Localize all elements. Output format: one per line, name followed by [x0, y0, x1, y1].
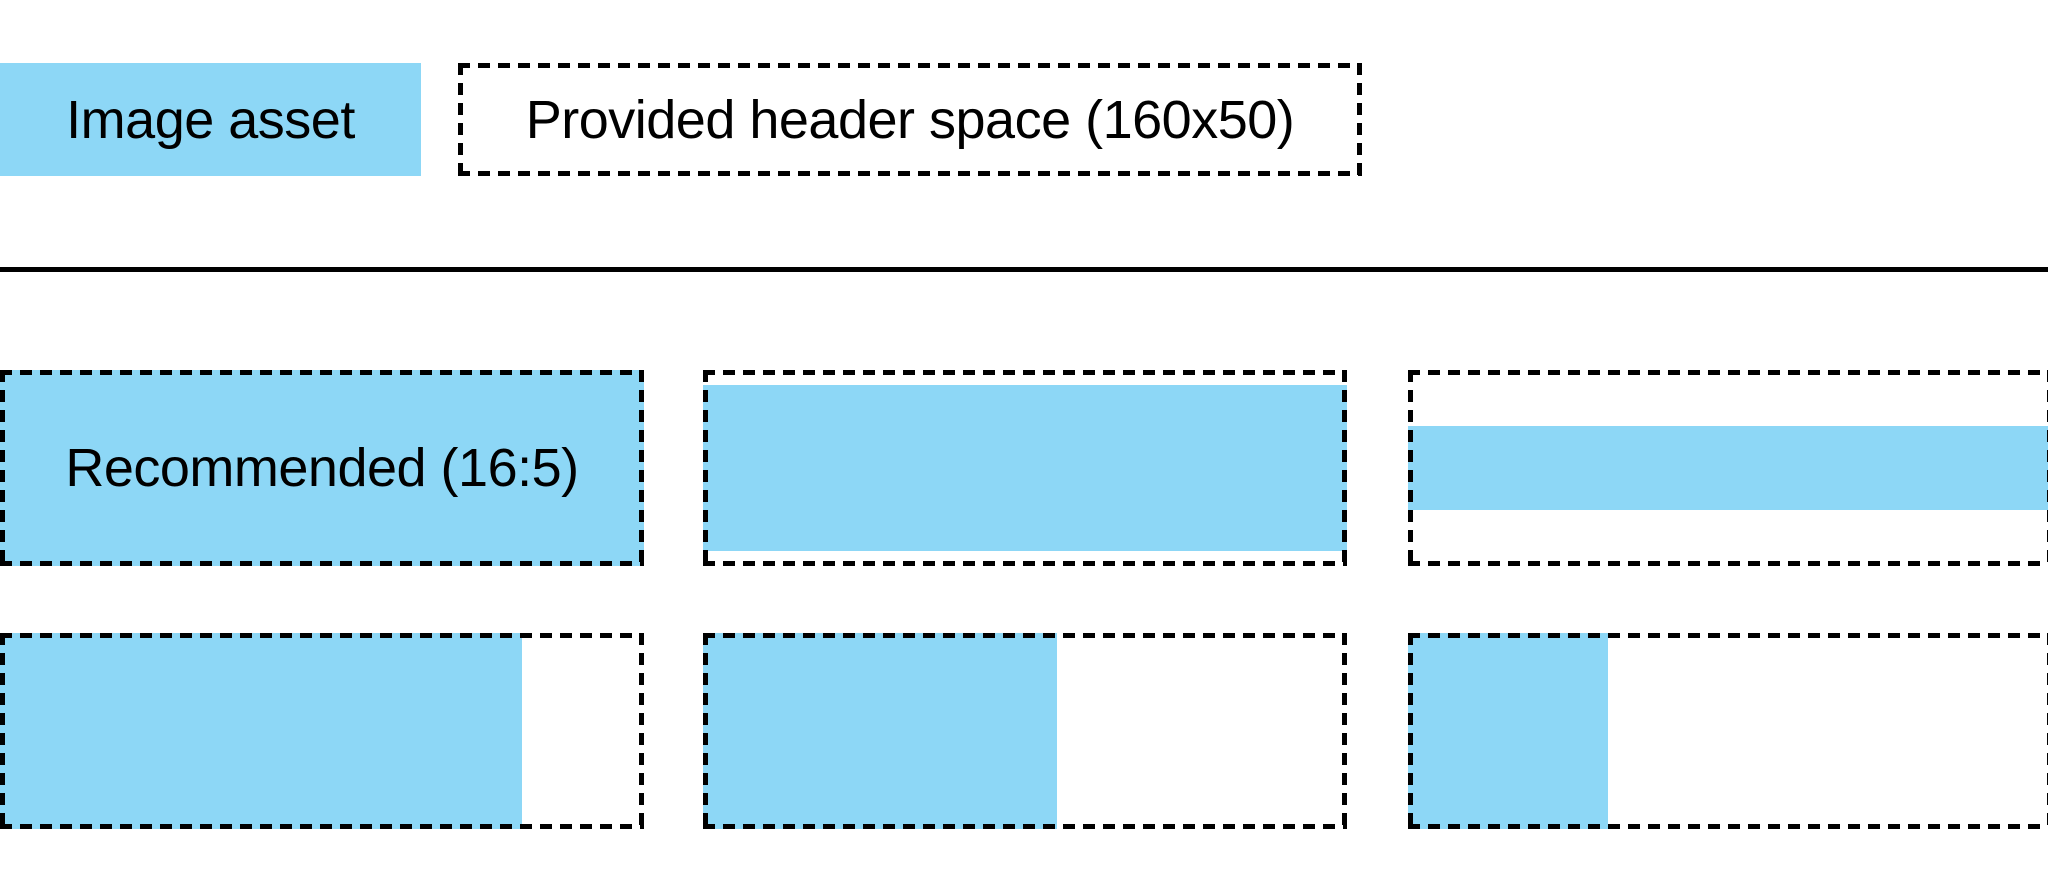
asset-fill [1408, 425, 2048, 511]
section-divider [0, 267, 2048, 272]
asset-fill [0, 633, 522, 829]
recommended-label-wrap: Recommended (16:5) [0, 370, 644, 566]
example-fills-height-narrow [1408, 633, 2048, 829]
example-fills-width-short [1408, 370, 2048, 566]
legend-header-space-box: Provided header space (160x50) [458, 63, 1362, 176]
example-fills-height-wide [0, 633, 644, 829]
example-fills-height-medium [703, 633, 1347, 829]
asset-fill [703, 633, 1058, 829]
asset-fill [1408, 633, 1608, 829]
example-fills-width-medium [703, 370, 1347, 566]
asset-fill [703, 384, 1347, 552]
example-recommended: Recommended (16:5) [0, 370, 644, 566]
legend-image-asset-label: Image asset [66, 89, 355, 150]
legend-header-space-label: Provided header space (160x50) [525, 89, 1295, 150]
recommended-label: Recommended (16:5) [65, 438, 579, 498]
legend-image-asset-swatch: Image asset [0, 63, 421, 176]
